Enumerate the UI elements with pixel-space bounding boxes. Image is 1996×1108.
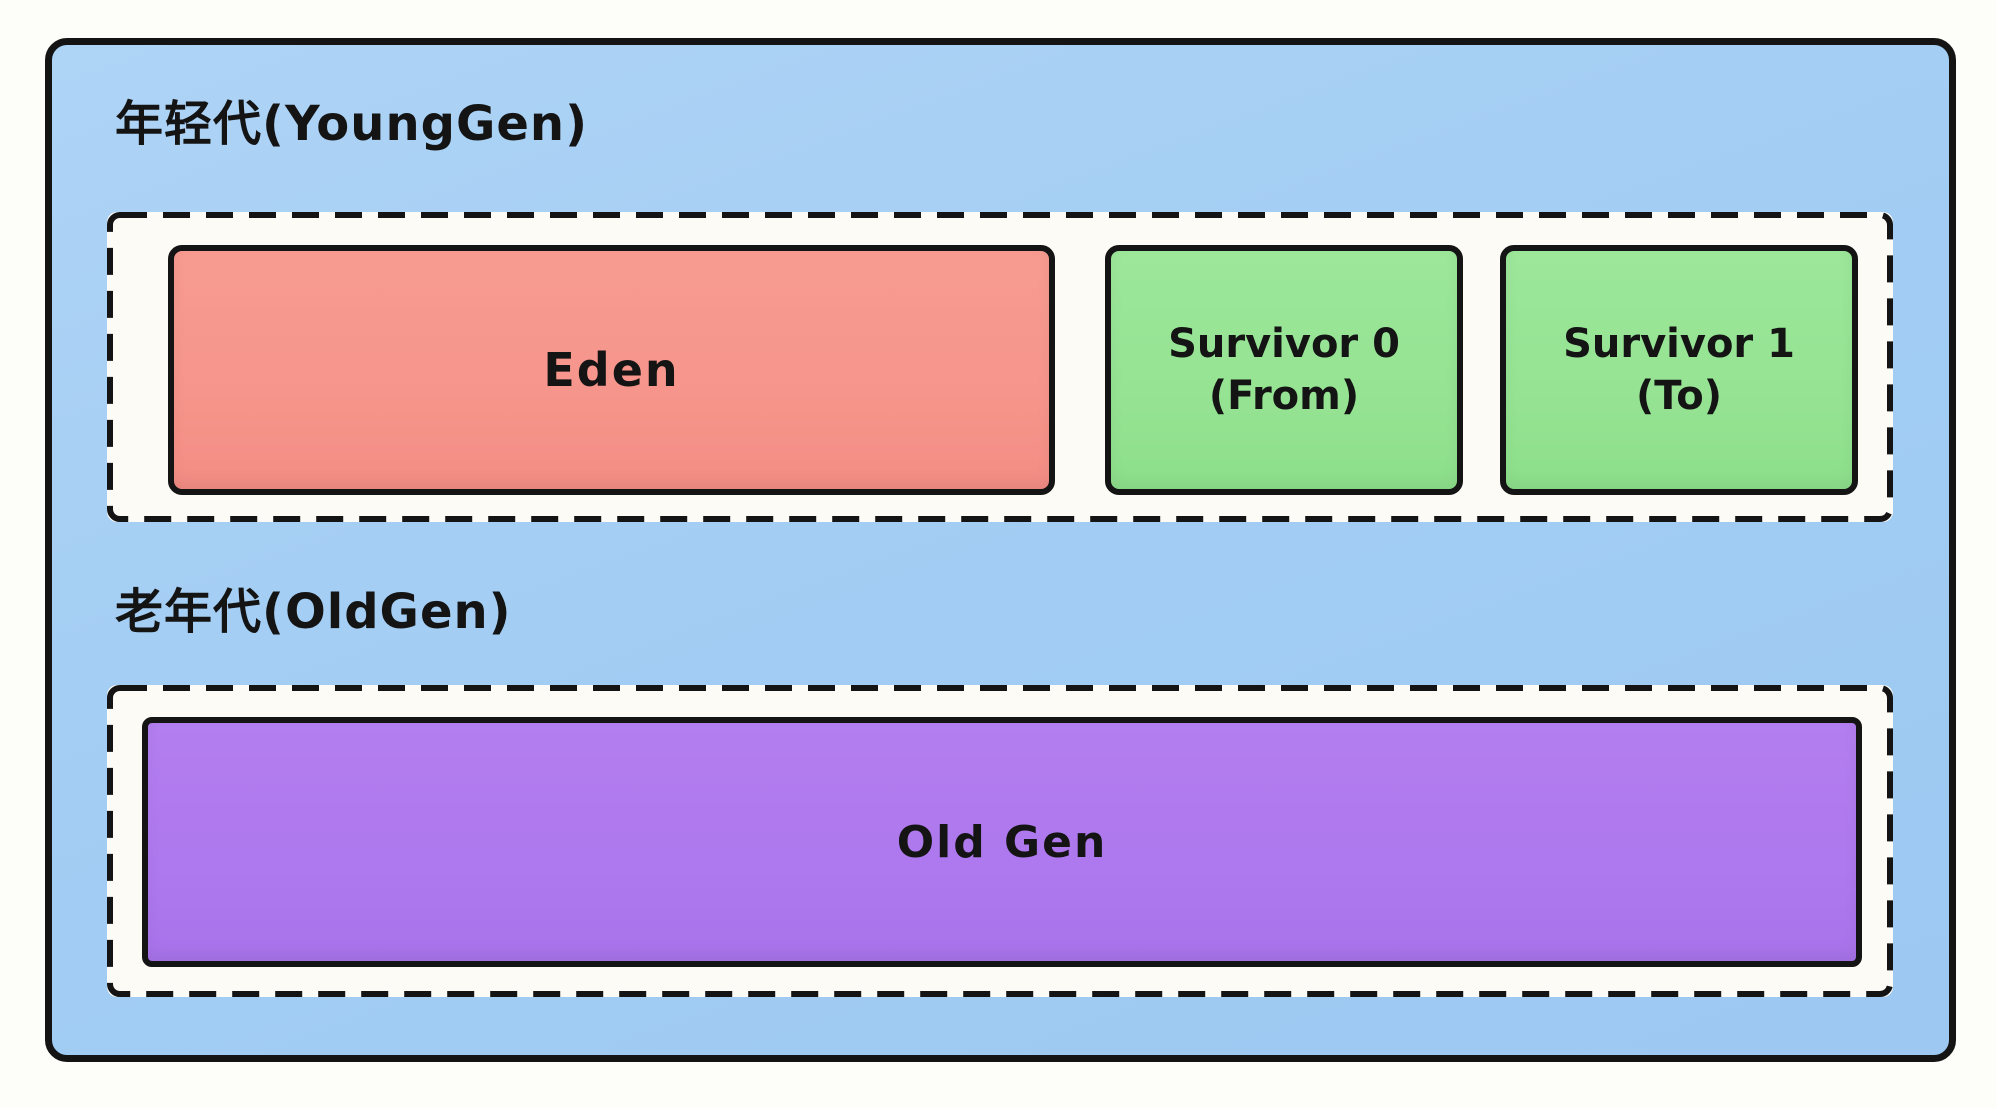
survivor0-region: Survivor 0 (From) (1105, 245, 1463, 495)
jvm-heap-container: 年轻代(YoungGen) Eden Survivor 0 (From) Sur… (45, 38, 1956, 1062)
eden-region: Eden (168, 245, 1055, 495)
oldgen-region-label: Old Gen (896, 816, 1108, 868)
young-gen-strip: Eden Survivor 0 (From) Survivor 1 (To) (107, 212, 1893, 522)
young-gen-label: 年轻代(YoungGen) (115, 96, 589, 152)
survivor1-region-label-line2: (To) (1635, 373, 1722, 419)
survivor0-region-label-line2: (From) (1208, 373, 1360, 419)
oldgen-region: Old Gen (142, 717, 1862, 967)
eden-region-label: Eden (543, 343, 680, 397)
old-gen-label: 老年代(OldGen) (115, 584, 512, 640)
survivor0-region-label-line1: Survivor 0 (1168, 321, 1400, 367)
survivor1-region: Survivor 1 (To) (1500, 245, 1858, 495)
survivor1-region-label-line1: Survivor 1 (1563, 321, 1795, 367)
old-gen-strip: Old Gen (107, 685, 1893, 997)
